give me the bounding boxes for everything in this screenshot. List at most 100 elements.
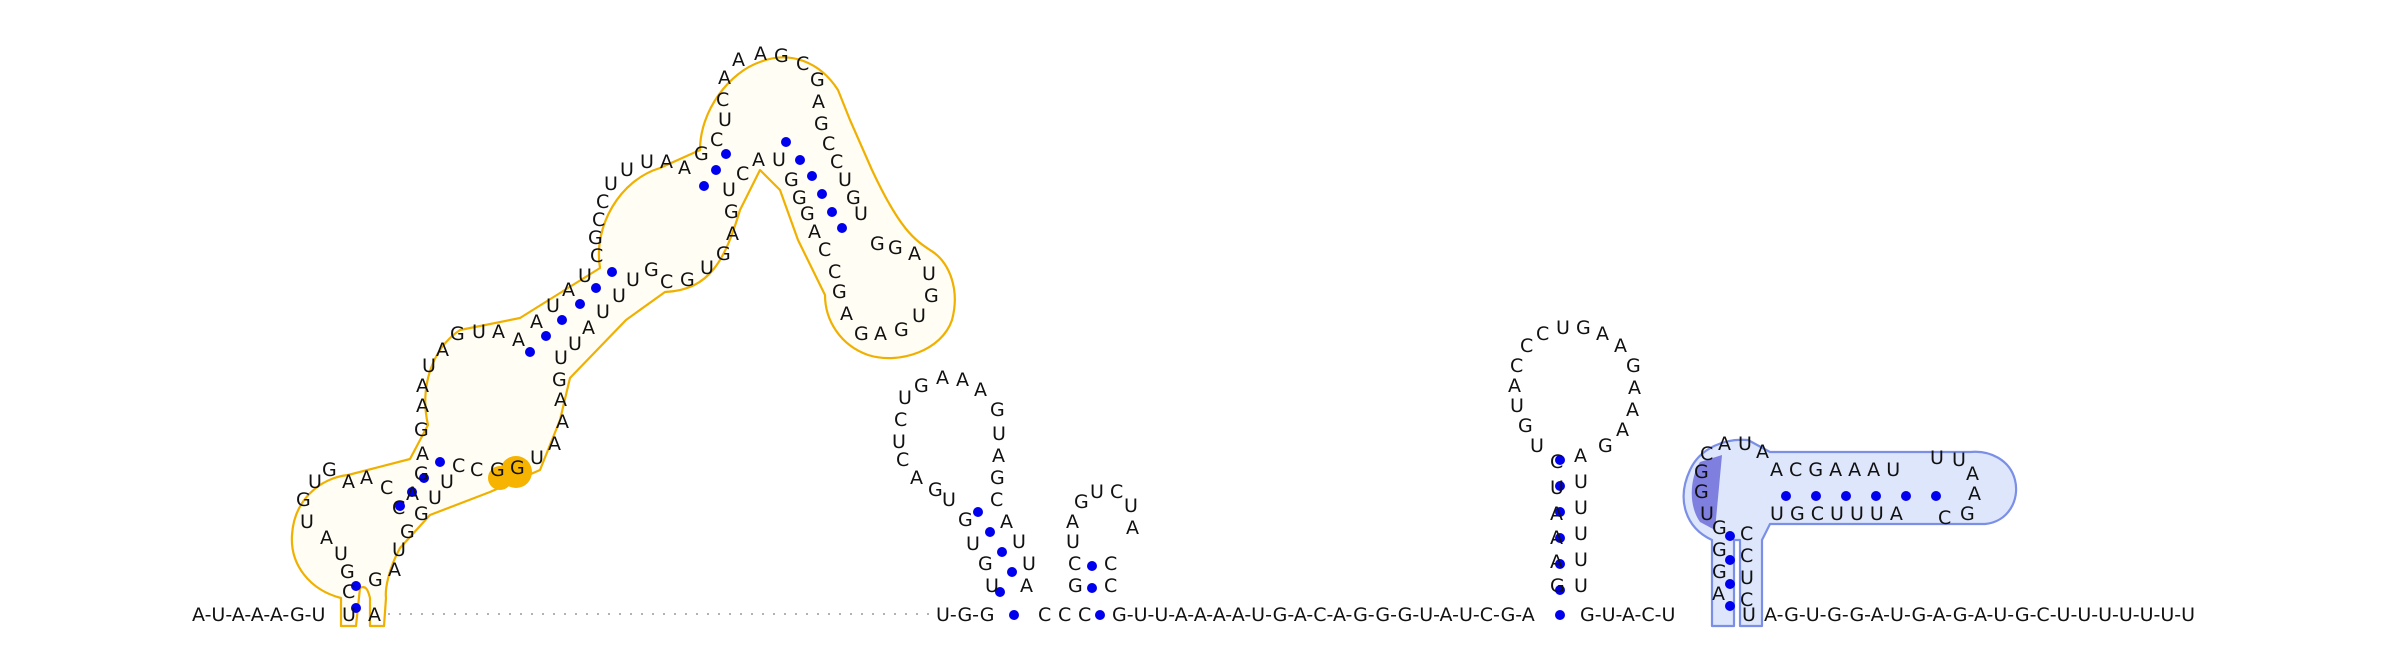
base: C [1700,443,1713,465]
base: G [854,323,869,345]
base: A [492,321,505,343]
domain-a-outline [290,56,956,628]
base: U [1530,435,1544,457]
base: G [340,561,355,583]
base: G [846,187,861,209]
base: U [1556,317,1570,339]
base: A [436,339,449,361]
pair-dot [1871,491,1881,501]
base: C [1058,604,1071,626]
base: A [530,311,543,333]
base: C [342,581,355,603]
base: G [1712,517,1727,539]
base-pair-dots [351,137,1941,620]
pair-dot [557,315,567,325]
pair-dot [721,149,731,159]
pair-dot [1725,555,1735,565]
base: A [910,467,923,489]
base: A [1966,463,1979,485]
base: G [368,569,383,591]
base: U [1066,531,1080,553]
base: U [612,285,626,307]
pair-dot [807,171,817,181]
base: C [590,245,603,267]
base: C [828,261,841,283]
base: G [588,227,603,249]
base: A [974,379,987,401]
pair-dot [607,267,617,277]
base: A [726,223,739,245]
base: U [1090,481,1104,503]
base: C [452,455,465,477]
domain-b-segment: G-U-A-C-U [1580,604,1675,626]
pair-dot [1901,491,1911,501]
base: A [1508,375,1521,397]
base: G [978,553,993,575]
pair-dot [1009,610,1019,620]
base: C [596,191,609,213]
base: U [1742,604,1756,626]
base: U [428,487,442,509]
base: G [1598,435,1613,457]
pair-dot [525,347,535,357]
base: U [578,265,592,287]
base: G [1068,575,1083,597]
base: U [1574,523,1588,545]
base: C [796,53,809,75]
base: G [644,259,659,281]
pair-dot [541,331,551,341]
pair-dot [997,547,1007,557]
base: C [1550,451,1563,473]
base: A [840,303,853,325]
base: G [490,459,505,481]
base: A [678,157,691,179]
base: U [1012,531,1026,553]
pair-dot [1781,491,1791,501]
base: U [530,447,544,469]
base: A [808,221,821,243]
five-prime-tail: A-U-A-A-A-G-U [192,604,325,626]
base: U [308,471,322,493]
base: A [406,483,419,505]
base: G [800,203,815,225]
base: G [400,521,415,543]
base: A [360,467,373,489]
base: A [992,445,1005,467]
domain-b-hairpin-bottom: U G C U U U A [1770,503,1903,525]
base: C [894,409,907,431]
pair-dot [995,587,1005,597]
base: C [1038,604,1051,626]
base: U [1574,549,1588,571]
base: U [892,431,906,453]
base: U [942,489,956,511]
base: U [912,305,926,327]
base: C [470,459,483,481]
middle-segment: G-U-U-A-A-A-A-U-G-A-C-A-G-G-G-U-A-U-C-G-… [1112,604,1535,626]
base: A [556,411,569,433]
base: U [722,179,736,201]
base: C [1510,355,1523,377]
base: G [414,419,429,441]
hairpin-2: U-G-G U G U G U G A C U C U G A A A G U … [892,367,1036,626]
base: U [300,511,314,533]
base: C [1740,523,1753,545]
base: A [1126,517,1139,539]
base: G [1576,317,1591,339]
base: C [1740,589,1753,611]
pair-dot [795,155,805,165]
base: U [472,321,486,343]
base: U [898,387,912,409]
pair-dot [591,283,601,293]
pair-dot [699,181,709,191]
pair-dot [837,223,847,233]
base: G [724,201,739,223]
base: G [1712,561,1727,583]
pair-dot [1555,533,1565,543]
domain-b-highlight-node [1691,455,1722,530]
pair-dot [351,581,361,591]
base: G [1712,539,1727,561]
base: C [1078,604,1091,626]
base: U [985,575,999,597]
base: G [414,503,429,525]
